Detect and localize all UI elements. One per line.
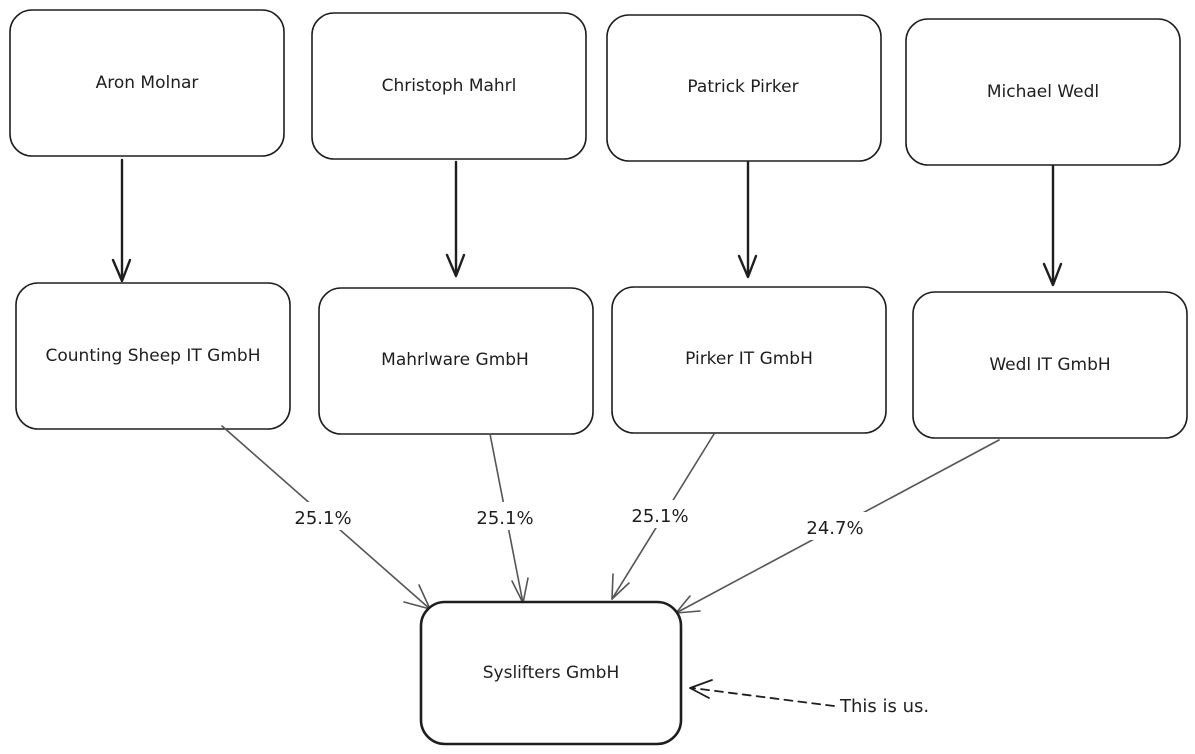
person-node-patrick-pirker: Patrick Pirker bbox=[606, 14, 882, 162]
note-arrow bbox=[689, 679, 835, 707]
person-node-christoph-mahrl: Christoph Mahrl bbox=[311, 12, 587, 160]
ownership-arrow bbox=[1042, 164, 1063, 287]
note-text: This is us. bbox=[839, 696, 929, 717]
ownership-arrow bbox=[737, 160, 758, 279]
person-name: Michael Wedl bbox=[987, 82, 1099, 102]
company-node-counting-sheep-it: Counting Sheep IT GmbH bbox=[15, 282, 291, 430]
company-name: Pirker IT GmbH bbox=[685, 349, 813, 369]
share-label: 25.1% bbox=[294, 508, 351, 529]
share-label: 24.7% bbox=[806, 518, 863, 539]
person-name: Patrick Pirker bbox=[687, 77, 798, 97]
person-node-michael-wedl: Michael Wedl bbox=[905, 18, 1181, 166]
share-label: 25.1% bbox=[631, 506, 688, 527]
target-node-syslifters: Syslifters GmbH bbox=[419, 600, 683, 746]
company-name: Mahrlware GmbH bbox=[381, 350, 529, 370]
share-label: 25.1% bbox=[476, 508, 533, 529]
ownership-arrow bbox=[111, 158, 132, 283]
company-name: Wedl IT GmbH bbox=[989, 355, 1110, 375]
person-name: Aron Molnar bbox=[96, 73, 199, 93]
company-node-mahrlware: Mahrlware GmbH bbox=[318, 287, 594, 435]
company-node-pirker-it: Pirker IT GmbH bbox=[611, 286, 887, 434]
person-node-aron-molnar: Aron Molnar bbox=[9, 9, 285, 157]
target-name: Syslifters GmbH bbox=[483, 663, 620, 683]
company-node-wedl-it: Wedl IT GmbH bbox=[912, 291, 1188, 439]
person-name: Christoph Mahrl bbox=[382, 76, 517, 96]
company-name: Counting Sheep IT GmbH bbox=[46, 346, 261, 366]
ownership-arrow bbox=[445, 160, 466, 278]
